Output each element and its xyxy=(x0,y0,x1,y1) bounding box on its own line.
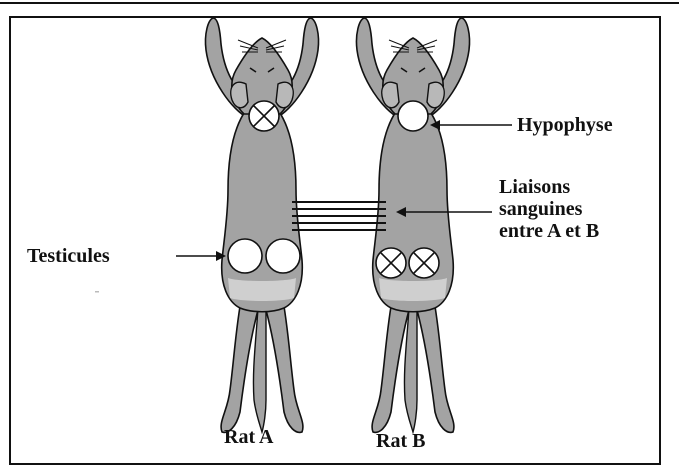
label-rat-b: Rat B xyxy=(376,430,425,452)
rat-b-hypophyse xyxy=(398,101,428,131)
rat-a-testicle-right xyxy=(266,239,300,273)
blood-links xyxy=(292,202,386,230)
label-hypophyse: Hypophyse xyxy=(517,114,613,136)
rat-b xyxy=(356,18,469,432)
rat-a xyxy=(205,18,318,432)
label-testicules: Testicules xyxy=(27,245,110,267)
label-liaisons-line-2: sanguines xyxy=(499,198,649,220)
rat-a-testicle-left xyxy=(228,239,262,273)
label-liaisons-line-1: Liaisons xyxy=(499,176,649,198)
rat-a-hypophyse xyxy=(249,101,279,131)
label-liaisons-line-3: entre A et B xyxy=(499,220,649,242)
rat-b-testicle-right xyxy=(409,248,439,278)
rat-b-testicle-left xyxy=(376,248,406,278)
label-rat-a: Rat A xyxy=(224,426,273,448)
label-liaisons-sanguines: Liaisons sanguines entre A et B xyxy=(499,176,649,242)
testicules-arrow xyxy=(176,251,226,261)
hypophyse-arrow xyxy=(430,120,512,130)
